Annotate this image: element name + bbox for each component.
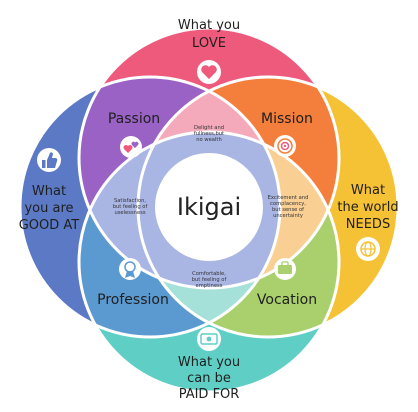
- good-line3: GOOD AT: [19, 218, 80, 233]
- paid-line3: PAID FOR: [179, 387, 240, 402]
- svg-text:but feeling of: but feeling of: [113, 204, 148, 210]
- center-circle: [155, 153, 263, 261]
- svg-text:uncertainty: uncertainty: [273, 213, 303, 219]
- globe-icon: [356, 237, 380, 261]
- mission-label: Mission: [261, 111, 313, 127]
- good-line2: you are: [24, 201, 73, 216]
- svg-text:uselessness: uselessness: [114, 210, 145, 216]
- badge-icon: [119, 258, 141, 280]
- svg-text:Excitement and: Excitement and: [268, 195, 309, 201]
- note-top: Delight and fullness,but no wealth: [194, 125, 224, 143]
- profession-label: Profession: [97, 292, 169, 308]
- needs-line2: the world: [337, 200, 398, 215]
- circle-outlines: [18, 26, 400, 394]
- svg-text:but feeling of: but feeling of: [192, 277, 227, 283]
- hearts-icon: [120, 136, 142, 158]
- svg-text:no wealth: no wealth: [196, 137, 222, 143]
- needs-line3: NEEDS: [346, 217, 390, 232]
- svg-text:emptiness: emptiness: [196, 283, 223, 289]
- svg-text:Comfortable,: Comfortable,: [192, 271, 226, 277]
- paid-line2: can be: [187, 371, 231, 386]
- thumbs-up-icon: [37, 148, 61, 172]
- note-bottom: Comfortable, but feeling of emptiness: [192, 271, 227, 289]
- note-left: Satisfaction, but feeling of uselessness: [113, 198, 148, 216]
- passion-label: Passion: [108, 111, 160, 127]
- briefcase-icon: [274, 258, 296, 280]
- svg-text:but sense of: but sense of: [272, 207, 304, 213]
- love-line1: What you: [178, 18, 240, 33]
- love-line2: LOVE: [192, 36, 226, 51]
- svg-text:Delight and: Delight and: [194, 125, 224, 131]
- needs-line1: What: [351, 183, 385, 198]
- svg-text:fullness,but: fullness,but: [194, 131, 224, 137]
- svg-text:complacency,: complacency,: [270, 201, 306, 207]
- vocation-label: Vocation: [257, 292, 317, 308]
- good-line1: What: [32, 184, 66, 199]
- target-icon: [274, 135, 296, 157]
- center-label: Ikigai: [177, 193, 241, 221]
- svg-text:Satisfaction,: Satisfaction,: [114, 198, 146, 204]
- heart-icon: [197, 60, 221, 84]
- note-right: Excitement and complacency, but sense of…: [268, 195, 309, 219]
- money-icon: [197, 327, 221, 351]
- paid-line1: What you: [178, 355, 240, 370]
